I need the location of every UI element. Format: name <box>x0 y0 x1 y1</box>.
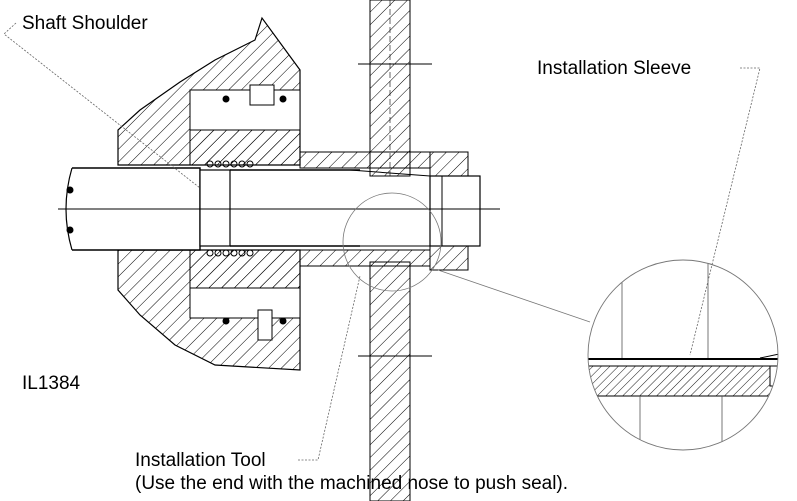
seal-springs <box>206 160 254 257</box>
installation-tool-label: Installation Tool <box>135 450 266 471</box>
upper-housing <box>117 16 301 166</box>
shaft-shoulder-label: Shaft Shoulder <box>22 13 148 34</box>
installation-sleeve-label: Installation Sleeve <box>537 58 692 79</box>
installation-tool-note: (Use the end with the machined nose to p… <box>135 473 569 494</box>
detail-source-circle <box>342 192 442 292</box>
lower-housing <box>117 249 301 371</box>
detail-connector <box>437 269 591 323</box>
figure-code-label: IL1384 <box>22 373 81 394</box>
detail-view <box>587 259 779 451</box>
installation-tool <box>299 151 481 271</box>
flange-plate <box>358 0 432 501</box>
leader-lines <box>3 22 761 461</box>
